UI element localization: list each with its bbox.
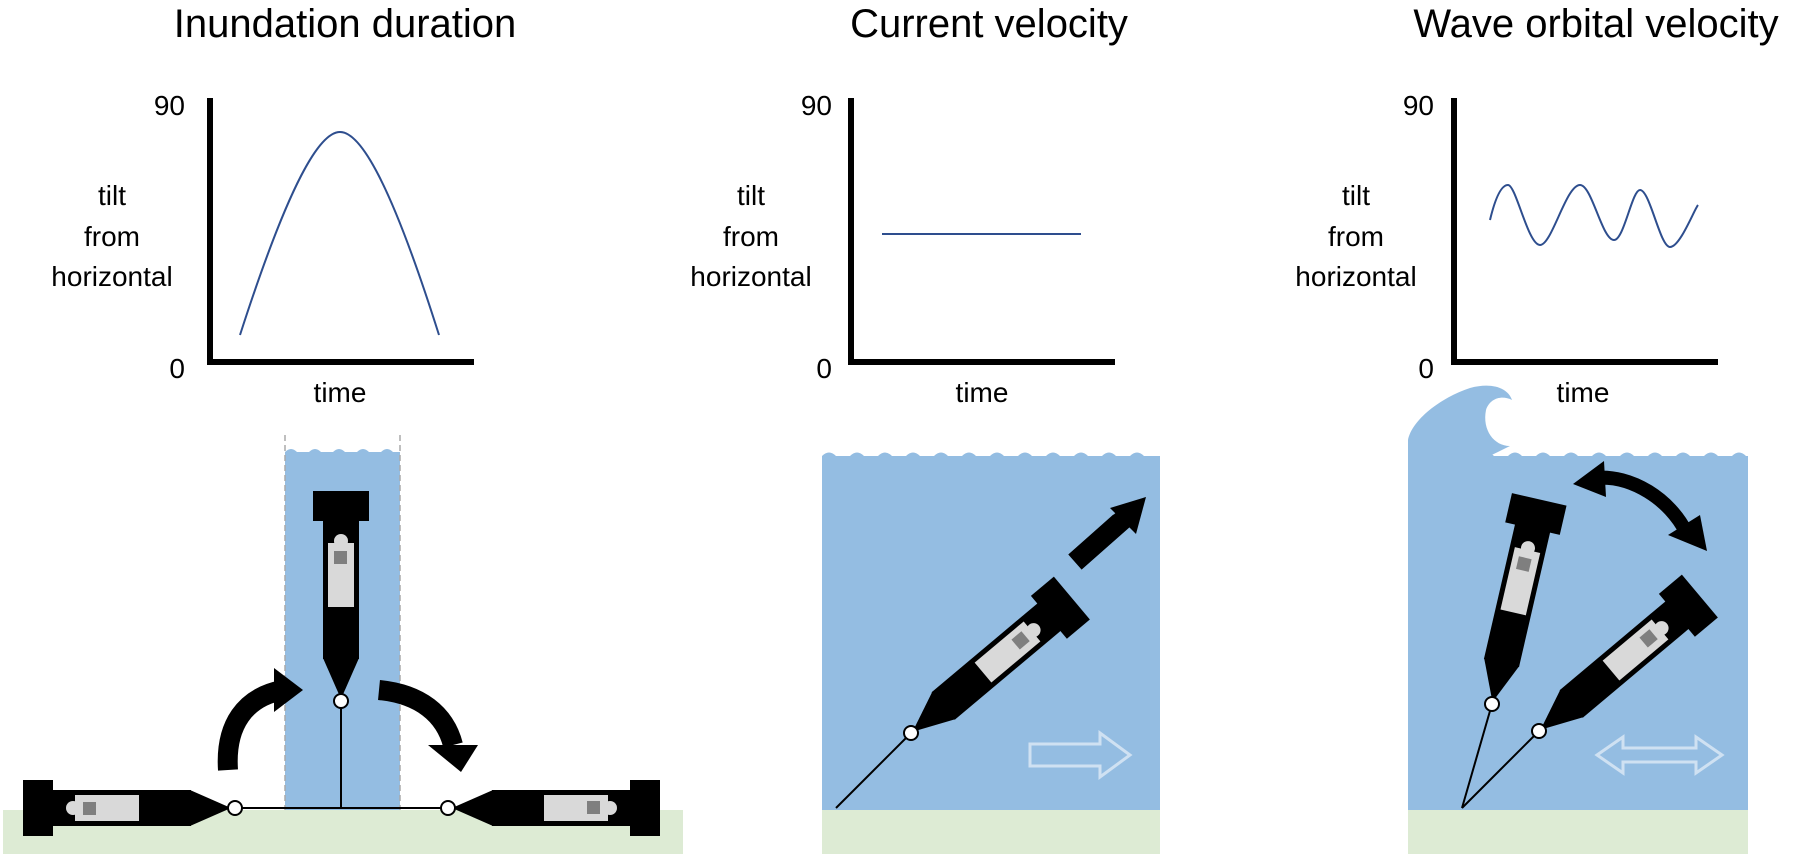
chart-axes (1451, 98, 1718, 365)
ylabel-line-2: from (723, 221, 779, 252)
ylabel-line-3: horizontal (51, 261, 172, 292)
tether-2 (1461, 730, 1540, 809)
ground (1408, 810, 1748, 854)
ytick-bottom: 0 (816, 353, 832, 384)
rotate-up-arrow (217, 680, 286, 771)
ytick-top: 90 (1403, 90, 1434, 121)
panel-title-wave: Wave orbital velocity (1413, 2, 1778, 46)
pivot-right (440, 800, 456, 816)
chart-axes (207, 98, 474, 365)
tilt-curve-arch (239, 130, 440, 336)
ytick-top: 90 (801, 90, 832, 121)
tilt-curve-oscillating (1489, 183, 1699, 249)
wave-crest (1408, 385, 1512, 460)
panel-title-inundation: Inundation duration (174, 2, 517, 46)
water-body (822, 456, 1160, 810)
pivot-center (333, 693, 349, 709)
tether-1 (1461, 703, 1493, 809)
water-surface (822, 452, 1160, 462)
tether (835, 732, 912, 809)
chart-current: 90 0 tilt from horizontal time (690, 90, 1115, 408)
orbital-flow-arrow (1594, 734, 1725, 776)
pivot-2 (1531, 723, 1547, 739)
ylabel-line-1: tilt (737, 180, 765, 211)
chart-inundation: 90 0 tilt from horizontal time (51, 90, 474, 408)
xlabel: time (314, 377, 367, 408)
xlabel: time (1557, 377, 1610, 408)
ylabel-line-1: tilt (1342, 180, 1370, 211)
panel-title-current: Current velocity (850, 2, 1128, 46)
ylabel-line-3: horizontal (690, 261, 811, 292)
ytick-bottom: 0 (169, 353, 185, 384)
pivot-left (227, 800, 243, 816)
oscillation-arrow (1593, 470, 1693, 536)
ylabel-line-2: from (1328, 221, 1384, 252)
scene-wave (1408, 385, 1748, 854)
pivot-1 (1484, 696, 1500, 712)
chart-axes (848, 98, 1115, 365)
ground (822, 810, 1160, 854)
ytick-bottom: 0 (1418, 353, 1434, 384)
pivot (903, 725, 919, 741)
ytick-top: 90 (154, 90, 185, 121)
water-body (1408, 456, 1748, 810)
xlabel: time (956, 377, 1009, 408)
water-surface (285, 449, 400, 460)
water-surface (1480, 452, 1748, 462)
ylabel-line-3: horizontal (1295, 261, 1416, 292)
rotate-down-arrow (428, 745, 478, 772)
scene-inundation (3, 435, 683, 854)
ylabel-line-2: from (84, 221, 140, 252)
scene-current (822, 452, 1160, 854)
ylabel-line-1: tilt (98, 180, 126, 211)
chart-wave: 90 0 tilt from horizontal time (1295, 90, 1718, 408)
